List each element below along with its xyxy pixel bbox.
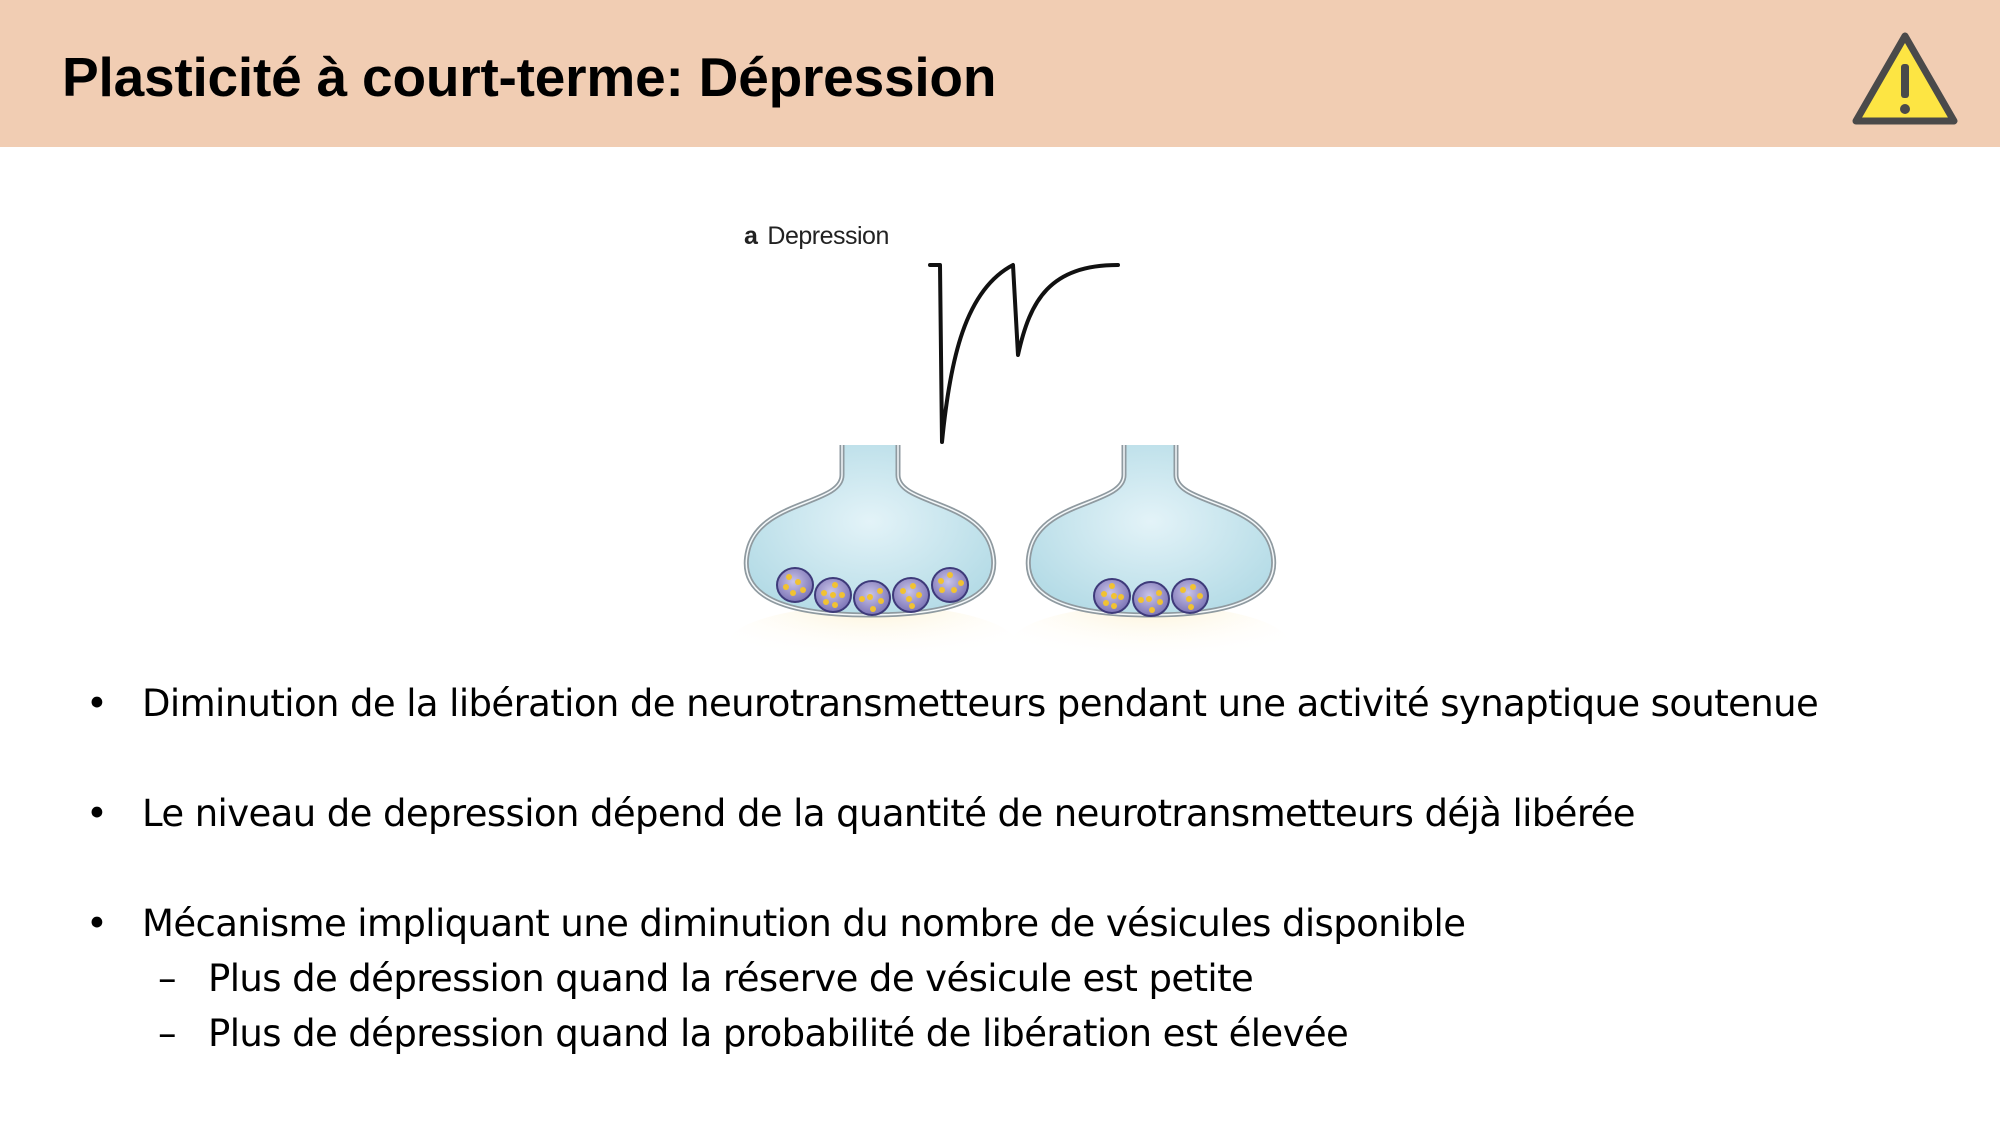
figure-panel-letter: a	[744, 222, 758, 250]
slide-header: Plasticité à court-terme: Dépression	[0, 0, 2000, 147]
sub-bullet-marker: –	[158, 1012, 177, 1055]
presynaptic-terminal-before	[743, 445, 997, 618]
depression-diagram: a Depression	[730, 210, 1300, 670]
sub-bullet-item: – Plus de dépression quand la réserve de…	[158, 957, 1254, 1000]
bullet-item: • Mécanisme impliquant une diminution du…	[86, 902, 1466, 945]
sub-bullet-marker: –	[158, 957, 177, 1000]
bullet-item: • Diminution de la libération de neurotr…	[86, 682, 1819, 725]
bullet-text: Diminution de la libération de neurotran…	[142, 682, 1819, 725]
figure-panel-label: Depression	[767, 222, 889, 250]
bullet-marker: •	[86, 682, 108, 725]
synapse-illustration	[730, 263, 1290, 670]
figure-label: a Depression	[744, 222, 889, 251]
bullet-marker: •	[86, 902, 108, 945]
sub-bullet-item: – Plus de dépression quand la probabilit…	[158, 1012, 1349, 1055]
slide-title: Plasticité à court-terme: Dépression	[62, 46, 997, 108]
sub-bullet-text: Plus de dépression quand la réserve de v…	[208, 957, 1254, 1000]
sub-bullet-text: Plus de dépression quand la probabilité …	[208, 1012, 1349, 1055]
vesicles-after	[1093, 578, 1209, 617]
bullet-text: Le niveau de depression dépend de la qua…	[142, 792, 1636, 835]
current-trace	[928, 263, 1120, 444]
warning-icon	[1852, 32, 1958, 125]
bullet-text: Mécanisme impliquant une diminution du n…	[142, 902, 1466, 945]
bullet-item: • Le niveau de depression dépend de la q…	[86, 792, 1636, 835]
presynaptic-terminal-after	[1025, 445, 1277, 618]
vesicles-before	[776, 567, 969, 616]
bullet-marker: •	[86, 792, 108, 835]
